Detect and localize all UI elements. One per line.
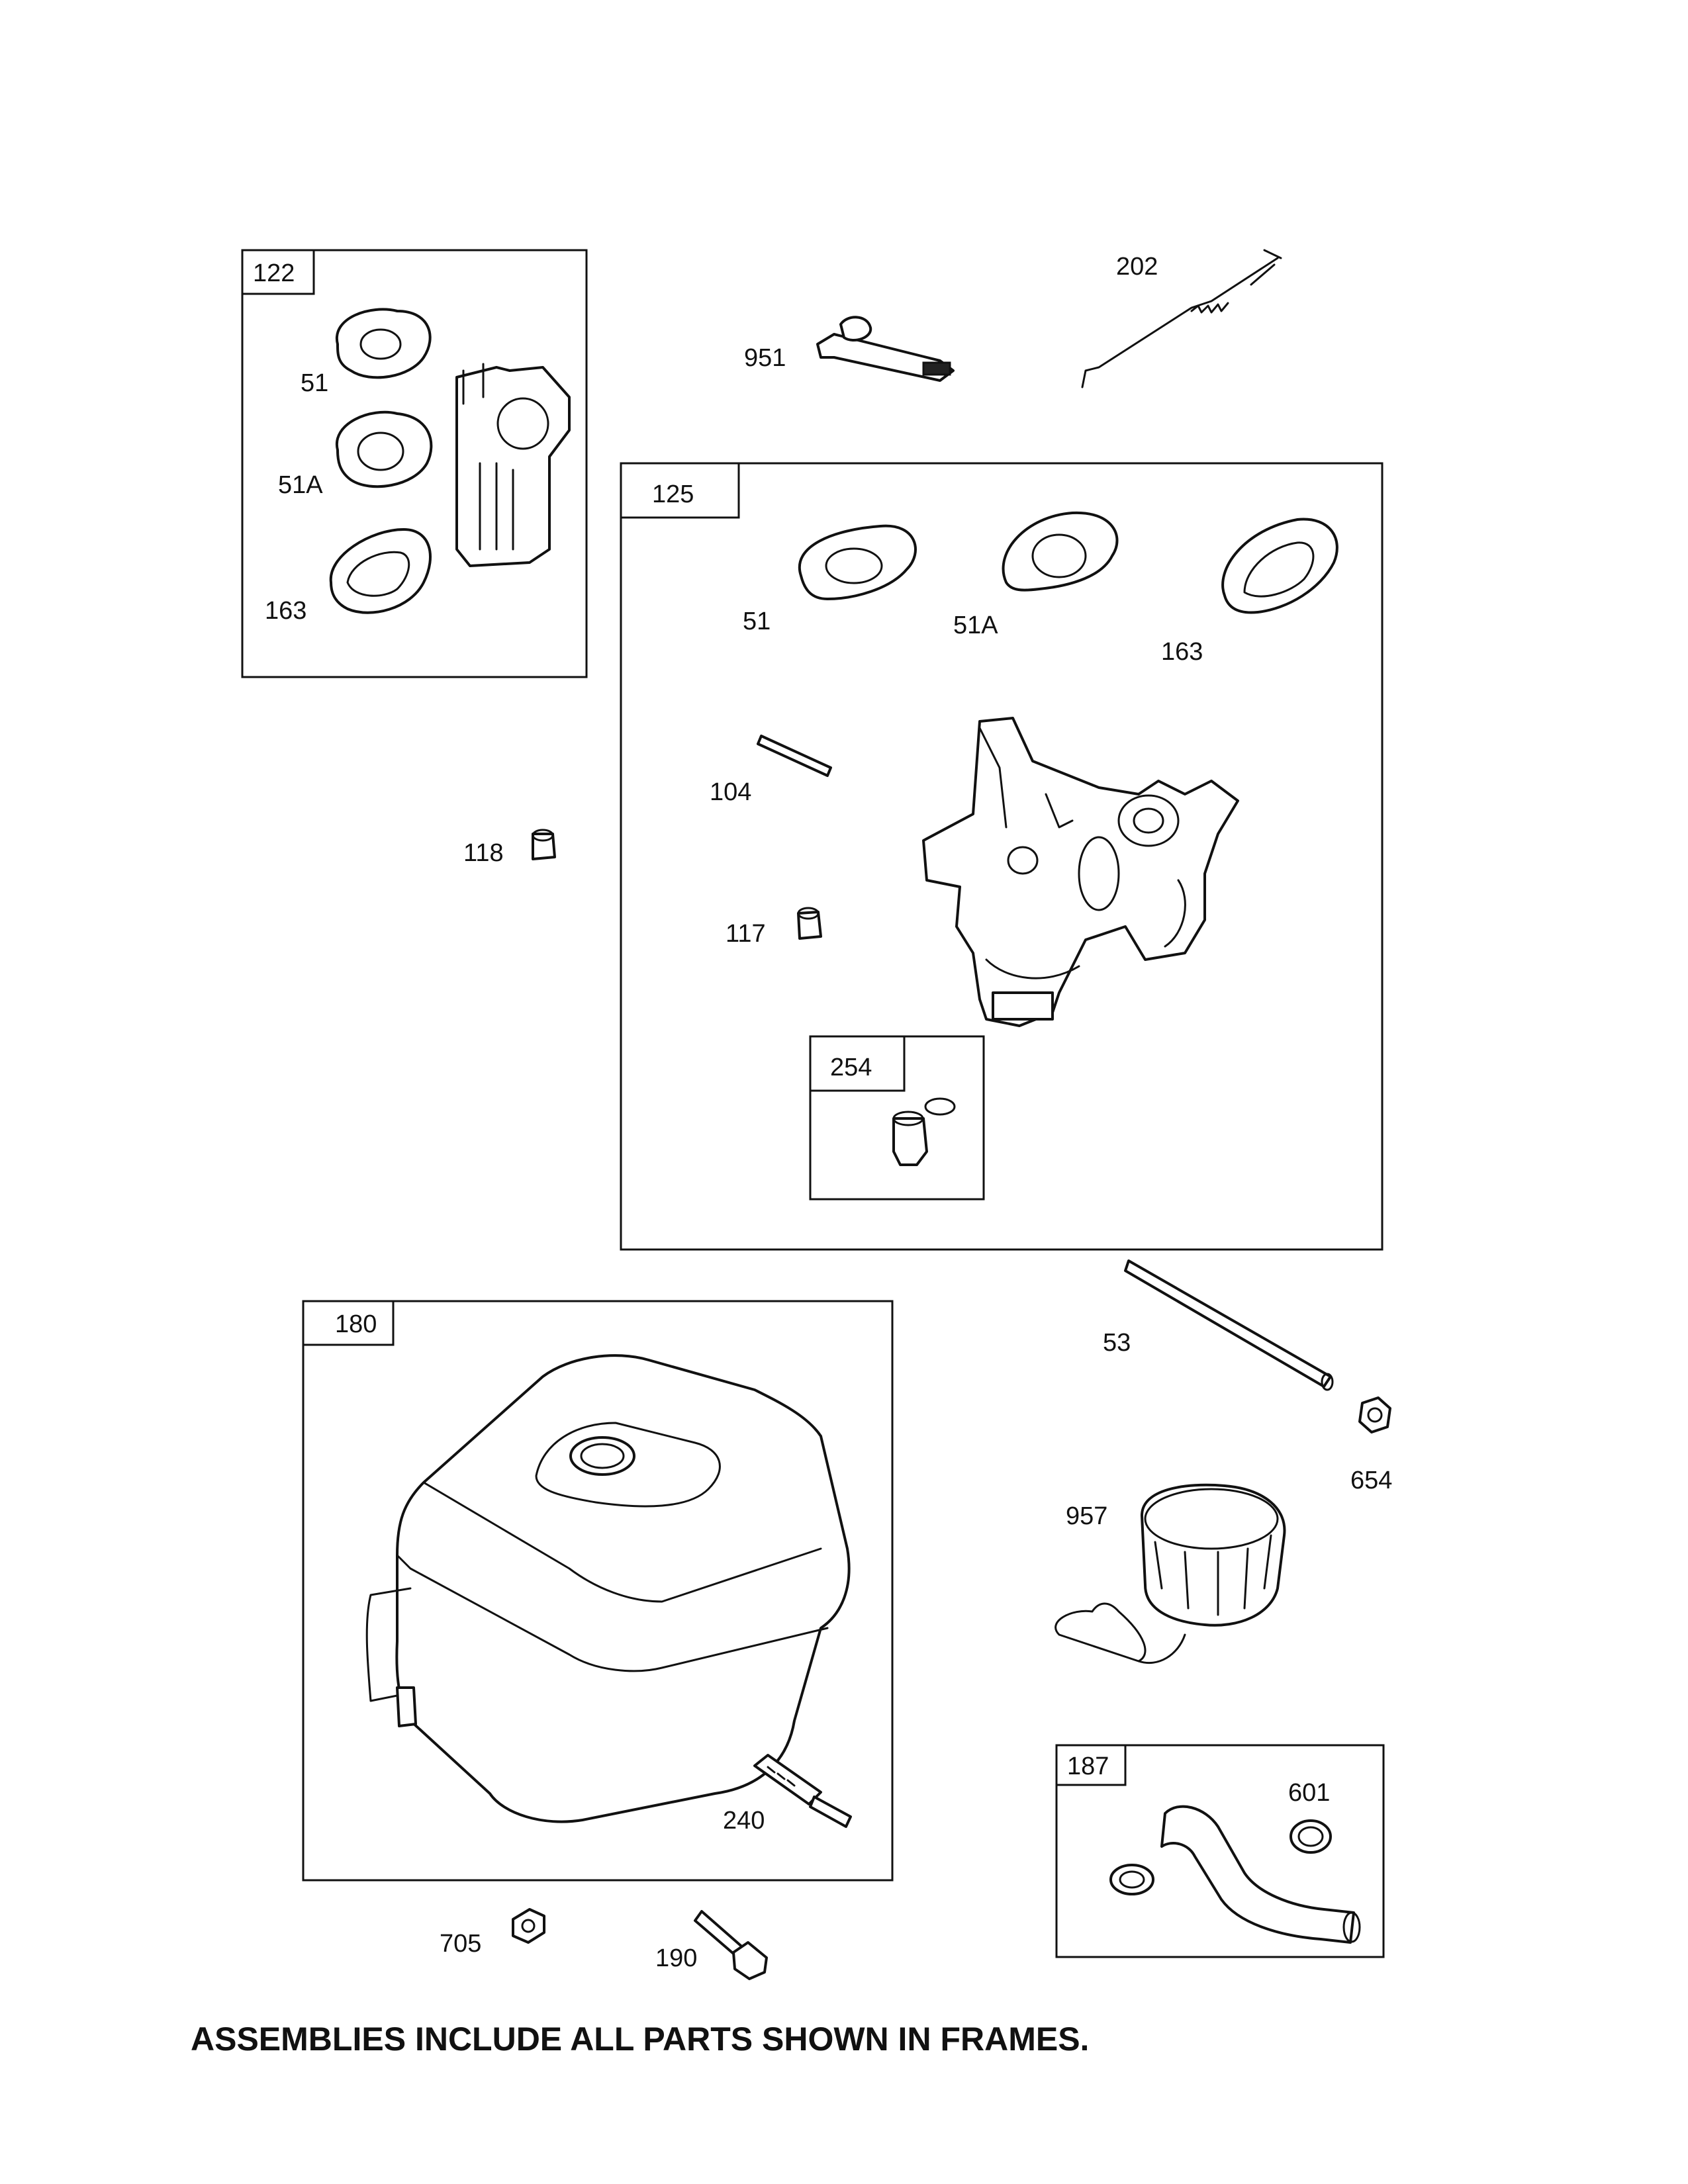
part-label-51-frame125: 51	[743, 608, 771, 635]
part-label-601: 601	[1288, 1779, 1331, 1807]
bolt-190-icon	[694, 1910, 768, 1980]
part-label-51a-frame125: 51A	[953, 612, 998, 639]
fuel-cap-icon	[1055, 1483, 1286, 1664]
frame-122-label: 122	[253, 259, 295, 287]
fitting-254-icon	[892, 1097, 956, 1166]
frame-180-tag	[302, 1300, 395, 1346]
part-label-202: 202	[1116, 253, 1158, 281]
gasket-51-large	[798, 524, 917, 600]
fuel-line-icon	[1160, 1805, 1361, 1944]
frame-254-label: 254	[830, 1054, 872, 1081]
part-label-190: 190	[655, 1944, 698, 1972]
frame-187	[1055, 1744, 1385, 1958]
fuel-tank-icon	[365, 1354, 851, 1823]
frame-122	[241, 249, 588, 678]
part-label-163-frame122: 163	[265, 597, 307, 625]
frame-187-label: 187	[1067, 1752, 1109, 1780]
nut-117-icon	[797, 907, 822, 940]
gasket-163-large	[1221, 518, 1338, 614]
part-label-240: 240	[723, 1807, 765, 1835]
nut-705-icon	[512, 1908, 545, 1944]
part-label-51a-frame122: 51A	[278, 471, 323, 499]
gasket-163-small	[329, 528, 432, 614]
frame-122-tag	[241, 249, 315, 295]
intake-spacer-icon	[455, 363, 571, 567]
part-label-957: 957	[1066, 1502, 1108, 1530]
part-label-705: 705	[440, 1930, 482, 1958]
frame-180-label: 180	[335, 1310, 377, 1338]
part-label-654: 654	[1350, 1467, 1393, 1494]
gasket-51a-small	[335, 410, 433, 488]
frame-125-tag	[620, 462, 740, 519]
stud-53-icon	[1124, 1259, 1334, 1391]
frame-125-label: 125	[652, 480, 694, 508]
part-label-117: 117	[726, 920, 766, 948]
part-label-53: 53	[1103, 1329, 1131, 1357]
frame-180	[302, 1300, 894, 1882]
fuel-valve-icon	[753, 1754, 852, 1828]
frame-125	[620, 462, 1383, 1251]
part-label-51-frame122: 51	[301, 369, 329, 397]
part-label-163-frame125: 163	[1161, 638, 1203, 666]
part-label-951: 951	[744, 344, 786, 372]
part-label-104: 104	[710, 778, 752, 806]
gasket-51a-large	[1002, 511, 1119, 592]
frame-187-tag	[1055, 1744, 1127, 1786]
governor-lever-icon	[816, 316, 955, 382]
nut-654-icon	[1358, 1396, 1391, 1433]
hose-clamp-icon	[1109, 1819, 1332, 1895]
assemblies-note: ASSEMBLIES INCLUDE ALL PARTS SHOWN IN FR…	[191, 2021, 1090, 2058]
frame-254-tag	[809, 1035, 906, 1092]
pin-104-icon	[757, 735, 832, 777]
carburetor-icon	[922, 717, 1239, 1027]
governor-spring-icon	[1081, 249, 1282, 388]
nut-118-icon	[532, 829, 556, 860]
gasket-51-small	[335, 308, 432, 379]
part-label-118: 118	[463, 839, 504, 867]
